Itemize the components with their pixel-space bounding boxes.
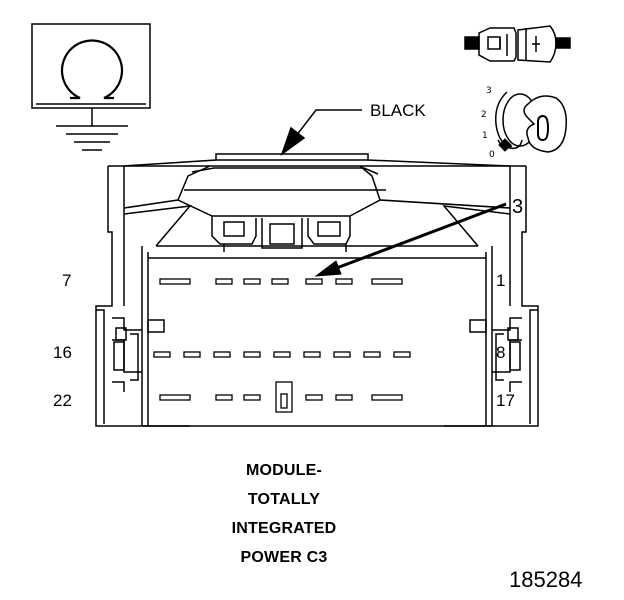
ignition-key-icon: [494, 91, 568, 153]
caption-line-3: INTEGRATED: [231, 520, 337, 537]
pin-3-pointer: [314, 202, 507, 277]
key-position-0: 0: [489, 150, 495, 160]
pin-number-22: 22: [53, 391, 72, 410]
key-position-2: 2: [481, 110, 487, 120]
ohm-ground-icon: [31, 23, 151, 151]
connector-body: [95, 153, 539, 427]
pin-number-16: 16: [53, 343, 72, 362]
connector-icon: [464, 25, 571, 63]
pin-number-1: 1: [496, 271, 506, 290]
key-position-1: 1: [482, 131, 488, 141]
figure-number: 185284: [509, 567, 583, 592]
pin-number-7: 7: [62, 271, 72, 290]
pin-pointer-label: 3: [512, 196, 524, 218]
pin-row-1: [159, 278, 403, 285]
black-color-leader: [280, 109, 362, 157]
caption-line-1: MODULE-: [245, 462, 323, 479]
caption-line-2: TOTALLY: [247, 491, 321, 508]
pin-number-8: 8: [496, 343, 506, 362]
caption-line-4: POWER C3: [240, 549, 328, 566]
pin-row-3: [159, 381, 403, 413]
color-label: BLACK: [370, 101, 426, 120]
pin-number-17: 17: [496, 391, 515, 410]
pin-row-2: [153, 351, 411, 358]
key-position-3: 3: [486, 86, 492, 96]
